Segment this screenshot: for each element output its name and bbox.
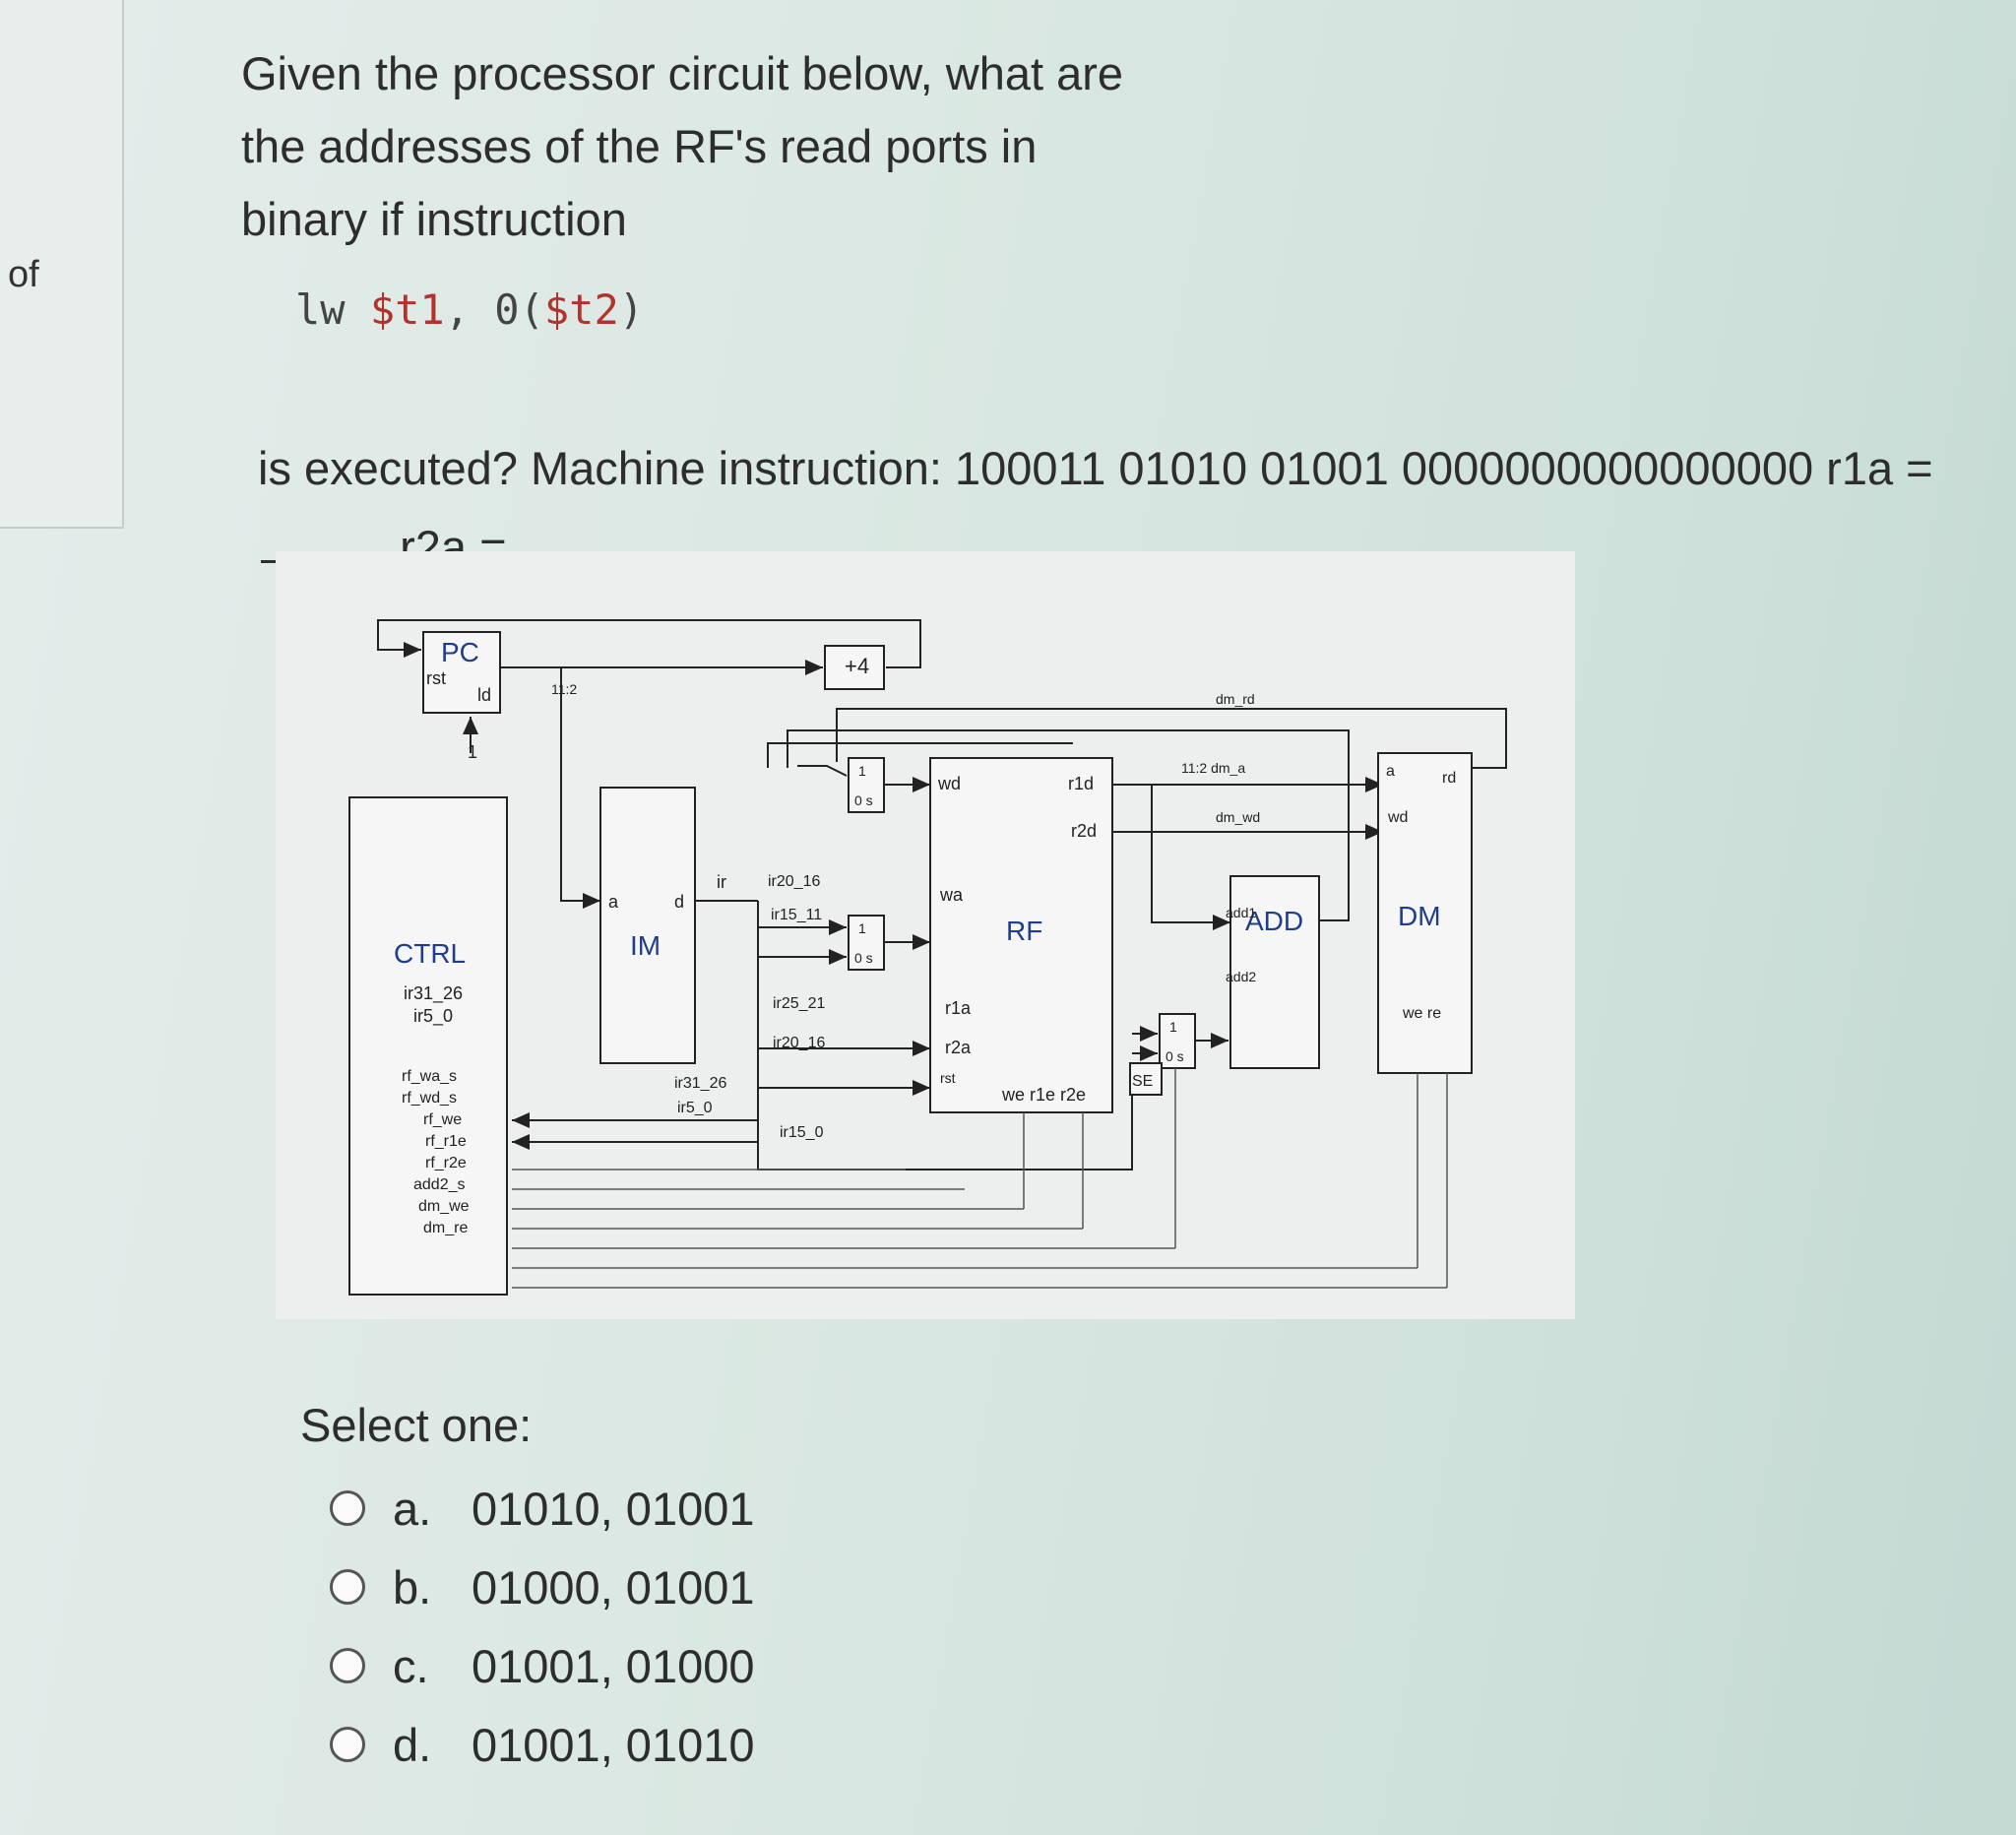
dm-rd-port: rd (1442, 770, 1456, 787)
rf-wd-port: wd (937, 774, 961, 793)
plus4-block (824, 645, 885, 690)
rf-wa-port: wa (939, 885, 964, 905)
ctrl-label: CTRL (394, 938, 466, 969)
bits-label: 11:2 (551, 681, 577, 697)
mux1-one: 1 (858, 763, 866, 779)
rf-block (929, 757, 1113, 1113)
plus4-label: +4 (845, 654, 869, 678)
code-mnemonic: lw (295, 285, 370, 334)
ir-d: ir20_16 (773, 1035, 825, 1051)
ctrl-output-3: rf_r1e (425, 1133, 467, 1150)
ir-a: ir20_16 (768, 873, 820, 890)
option-b-text: 01000, 01001 (472, 1560, 755, 1614)
rf-enable-ports: we r1e r2e (1001, 1085, 1086, 1105)
question-text: Given the processor circuit below, what … (241, 47, 1124, 245)
pc-rst: rst (426, 668, 446, 688)
ir-e: ir31_26 (674, 1075, 726, 1092)
dm-we-re-ports: we re (1402, 1005, 1441, 1022)
option-c[interactable]: c. 01001, 01000 (330, 1634, 755, 1697)
im-a-port: a (608, 892, 619, 912)
side-panel: of (0, 0, 124, 529)
dm-wd-port: wd (1387, 809, 1408, 826)
rf-label: RF (1006, 916, 1042, 946)
mux2-one: 1 (858, 920, 866, 936)
code-end: ) (618, 285, 645, 334)
code-register-1: $t1 (369, 285, 445, 334)
mux3-zero-s: 0 s (1166, 1048, 1184, 1064)
add1-label: add1 (1226, 905, 1256, 920)
option-d-letter: d. (393, 1718, 432, 1771)
pc-one: 1 (468, 742, 477, 762)
ctrl-output-0: rf_wa_s (402, 1068, 457, 1085)
dm-wd-label: dm_wd (1216, 809, 1260, 825)
add-label: ADD (1245, 906, 1303, 936)
ctrl-output-6: dm_we (418, 1198, 470, 1215)
ctrl-output-7: dm_re (423, 1220, 468, 1236)
wd-mux (848, 757, 885, 813)
pc-ld: ld (477, 685, 491, 705)
wa-mux (848, 915, 885, 971)
dm-label: DM (1398, 901, 1441, 931)
radio-button-b[interactable] (330, 1569, 365, 1605)
code-offset: , 0( (444, 285, 544, 334)
im-d-port: d (674, 892, 684, 912)
option-a[interactable]: a. 01010, 01001 (330, 1477, 755, 1540)
mux3-one: 1 (1169, 1019, 1177, 1035)
dm-rd-label: dm_rd (1216, 691, 1255, 707)
ctrl-output-2: rf_we (423, 1111, 462, 1128)
machine-instruction-text: is executed? Machine instruction: 100011… (258, 442, 1933, 494)
radio-button-a[interactable] (330, 1490, 365, 1526)
radio-button-d[interactable] (330, 1727, 365, 1762)
add-block (1229, 875, 1320, 1069)
ctrl-output-5: add2_s (413, 1176, 466, 1193)
mux1-zero-s: 0 s (854, 792, 873, 808)
option-a-text: 01010, 01001 (472, 1482, 755, 1535)
code-register-2: $t2 (543, 285, 619, 334)
rf-r2d-port: r2d (1071, 821, 1097, 841)
se-label: SE (1132, 1073, 1153, 1090)
pc-label: PC (441, 637, 479, 667)
option-c-text: 01001, 01000 (472, 1639, 755, 1692)
processor-circuit-diagram: PC CTRL IM RF ADD DM rst ld 1 11:2 +4 ir… (276, 551, 1575, 1319)
ctrl-input-0: ir31_26 (404, 983, 463, 1004)
instruction-code: lw $t1, 0($t2) (295, 285, 644, 334)
ctrl-output-4: rf_r2e (425, 1155, 467, 1171)
side-label: of (8, 254, 39, 295)
ir-f: ir5_0 (677, 1100, 713, 1116)
im-block (599, 787, 696, 1064)
option-d[interactable]: d. 01001, 01010 (330, 1713, 755, 1776)
ctrl-block (348, 796, 508, 1296)
option-c-letter: c. (393, 1639, 429, 1692)
radio-button-c[interactable] (330, 1648, 365, 1683)
im-label: IM (630, 930, 661, 961)
ctrl-output-1: rf_wd_s (402, 1090, 457, 1107)
option-b-letter: b. (393, 1560, 432, 1614)
se-block (1129, 1062, 1163, 1096)
add2-label: add2 (1226, 969, 1256, 984)
option-a-letter: a. (393, 1482, 432, 1535)
rf-r2a-port: r2a (945, 1038, 972, 1057)
rf-r1d-port: r1d (1068, 774, 1094, 793)
select-one-label: Select one: (300, 1399, 533, 1451)
dm-a-port: a (1386, 763, 1395, 780)
ctrl-input-1: ir5_0 (413, 1006, 453, 1027)
rf-r1a-port: r1a (945, 998, 972, 1018)
option-b[interactable]: b. 01000, 01001 (330, 1555, 755, 1618)
ir-c: ir25_21 (773, 995, 825, 1012)
dm-a-label: 11:2 dm_a (1181, 760, 1245, 776)
mux2-zero-s: 0 s (854, 950, 873, 966)
rf-rst-port: rst (940, 1070, 956, 1086)
option-d-text: 01001, 01010 (472, 1718, 755, 1771)
ir-g: ir15_0 (780, 1124, 824, 1141)
ir-label: ir (717, 872, 726, 892)
circuit-svg: PC CTRL IM RF ADD DM rst ld 1 11:2 +4 ir… (348, 619, 1507, 1296)
add2-mux (1159, 1013, 1196, 1069)
dm-block (1377, 752, 1473, 1074)
pc-block (422, 631, 501, 714)
ir-b: ir15_11 (771, 907, 822, 923)
